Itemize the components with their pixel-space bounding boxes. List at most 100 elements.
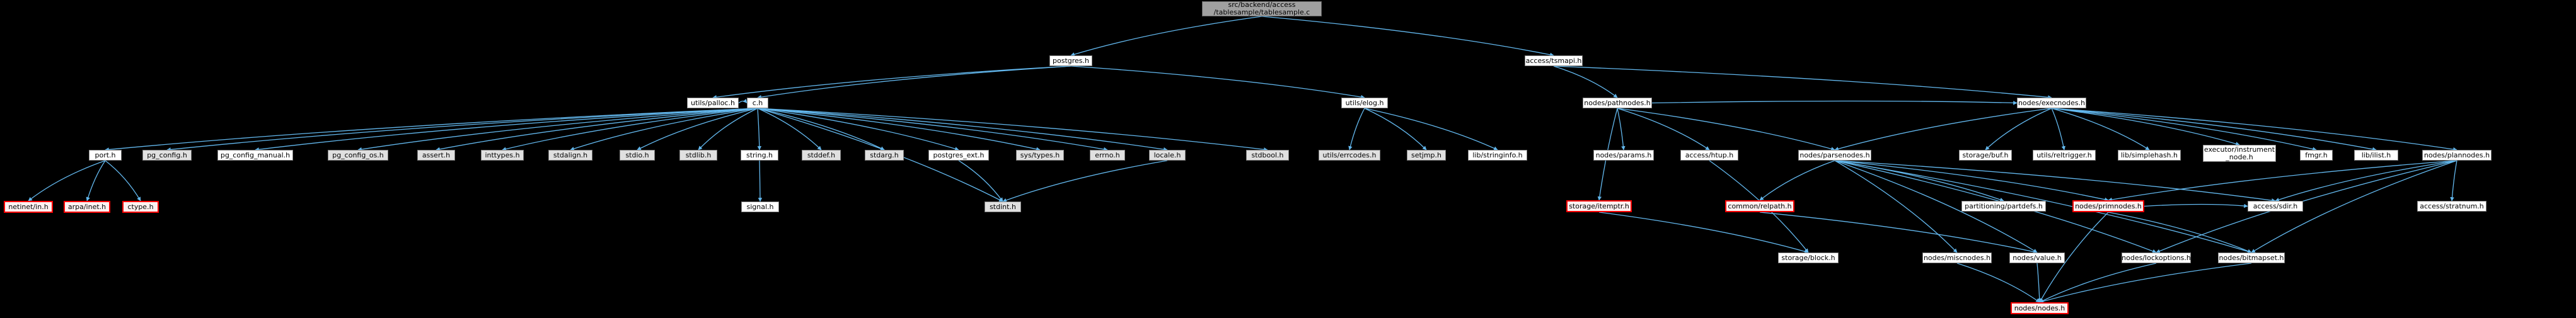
edge-locale-to-stdint — [1002, 160, 1168, 203]
edge-postgres-to-palloc — [712, 65, 1071, 99]
graph-node-plannodes[interactable]: nodes/plannodes.h — [2422, 150, 2492, 161]
edge-tsmapi-to-pathnodes — [1553, 65, 1618, 98]
graph-node-simplehash[interactable]: lib/simplehash.h — [2118, 150, 2181, 161]
graph-node-errcodes[interactable]: utils/errcodes.h — [1319, 150, 1380, 161]
graph-node-root[interactable]: src/backend/access /tablesample/tablesam… — [1202, 1, 1322, 16]
graph-node-port[interactable]: port.h — [89, 150, 122, 161]
edge-parsenodes-to-miscnodes — [1834, 160, 1958, 253]
edge-primnodes-to-sdir — [2144, 203, 2248, 208]
edge-primnodes-to-bitmapset — [2108, 212, 2252, 253]
edge-execnodes-to-parsenodes — [1834, 108, 2052, 151]
graph-node-pgconfigos[interactable]: pg_config_os.h — [328, 150, 388, 161]
graph-node-stdalign[interactable]: stdalign.h — [548, 150, 592, 161]
graph-node-ctype[interactable]: ctype.h — [122, 201, 159, 213]
graph-node-partdefs[interactable]: partitioning/partdefs.h — [1961, 201, 2046, 212]
graph-node-stdlib[interactable]: stdlib.h — [679, 150, 717, 161]
graph-node-errno[interactable]: errno.h — [1090, 150, 1125, 161]
edge-port-to-arpa — [86, 160, 106, 202]
graph-node-pgconfig[interactable]: pg_config.h — [142, 150, 192, 161]
edge-ch-to-stdio — [637, 108, 758, 150]
graph-node-bitmapset[interactable]: nodes/bitmapset.h — [2218, 253, 2285, 263]
graph-node-execnodes[interactable]: nodes/execnodes.h — [2017, 98, 2086, 108]
edge-ch-to-pgext — [757, 108, 959, 151]
graph-node-nodes[interactable]: nodes/nodes.h — [2011, 302, 2069, 314]
graph-node-ilist[interactable]: lib/ilist.h — [2354, 150, 2398, 161]
edge-lockoptions-to-nodes — [2039, 263, 2157, 303]
graph-node-stdbool[interactable]: stdbool.h — [1246, 150, 1289, 161]
edge-bitmapset-to-nodes — [2039, 263, 2252, 304]
edge-plannodes-to-sdir — [2275, 160, 2458, 202]
graph-node-stratnum[interactable]: access/stratnum.h — [2417, 201, 2486, 212]
graph-node-locale[interactable]: locale.h — [1149, 150, 1186, 161]
edge-ch-to-locale — [757, 108, 1168, 152]
edge-root-to-postgres — [1070, 16, 1262, 57]
edge-execnodes-to-fmgr — [2051, 108, 2317, 151]
graph-node-parsenodes[interactable]: nodes/parsenodes.h — [1798, 150, 1871, 161]
edge-relpath-to-value — [1759, 212, 2038, 254]
graph-node-bufh[interactable]: storage/buf.h — [1959, 150, 2012, 161]
graph-node-pgconfigm[interactable]: pg_config_manual.h — [217, 150, 293, 161]
edge-execnodes-to-simplehash — [2051, 108, 2150, 150]
edge-elog-to-stringinfo — [1364, 108, 1498, 150]
graph-node-setjmp[interactable]: setjmp.h — [1407, 150, 1446, 161]
edge-postgres-to-elog — [1070, 65, 1365, 99]
graph-node-systypes[interactable]: sys/types.h — [1016, 150, 1064, 161]
graph-node-relpath[interactable]: common/relpath.h — [1725, 200, 1794, 212]
edge-ch-to-errno — [757, 108, 1108, 152]
edge-plannodes-to-primnodes — [2108, 160, 2458, 202]
graph-node-tsmapi[interactable]: access/tsmapi.h — [1525, 55, 1583, 66]
edge-ch-to-port — [105, 108, 758, 152]
edge-pathnodes-to-parsenodes — [1617, 108, 1835, 151]
graph-node-primnodes[interactable]: nodes/primnodes.h — [2072, 200, 2144, 212]
graph-node-stddef[interactable]: stddef.h — [802, 150, 841, 161]
edge-port-to-ctype — [105, 160, 141, 202]
graph-node-ch[interactable]: c.h — [747, 98, 768, 108]
edge-root-to-tsmapi — [1261, 16, 1554, 57]
edge-ch-to-systypes — [757, 108, 1041, 151]
edge-parsenodes-to-partdefs — [1834, 160, 2004, 202]
graph-node-elog[interactable]: utils/elog.h — [1341, 98, 1388, 108]
edge-execnodes-to-instrument — [2051, 108, 2240, 146]
graph-node-palloc[interactable]: utils/palloc.h — [687, 98, 739, 108]
graph-node-instrument[interactable]: executor/instrument _node.h — [2203, 145, 2276, 162]
graph-node-pathnodes[interactable]: nodes/pathnodes.h — [1583, 98, 1652, 108]
edge-ch-to-stdarg — [757, 108, 885, 150]
edge-elog-to-errcodes — [1348, 108, 1365, 150]
graph-node-signal[interactable]: signal.h — [741, 202, 779, 212]
edge-ch-to-pgconfigm — [255, 108, 758, 152]
graph-node-arpa[interactable]: arpa/inet.h — [64, 201, 110, 213]
edge-pathnodes-to-params — [1617, 108, 1626, 150]
edge-ch-to-stddef — [757, 108, 822, 150]
edge-tsmapi-to-execnodes — [1553, 65, 2052, 99]
graph-node-stdarg[interactable]: stdarg.h — [865, 150, 904, 161]
edge-ch-to-assert — [436, 108, 758, 152]
graph-node-fmgr[interactable]: fmgr.h — [2300, 150, 2333, 161]
graph-node-miscnodes[interactable]: nodes/miscnodes.h — [1922, 253, 1992, 263]
graph-node-params[interactable]: nodes/params.h — [1593, 150, 1654, 161]
graph-node-stringinfo[interactable]: lib/stringinfo.h — [1468, 150, 1527, 161]
graph-node-netinet[interactable]: netinet/in.h — [4, 201, 53, 213]
graph-node-assert[interactable]: assert.h — [417, 150, 455, 161]
graph-node-postgres[interactable]: postgres.h — [1049, 55, 1092, 66]
graph-node-htup[interactable]: access/htup.h — [1680, 150, 1738, 161]
edge-parsenodes-to-primnodes — [1834, 160, 2109, 202]
graph-node-lockoptions[interactable]: nodes/lockoptions.h — [2122, 253, 2191, 263]
graph-node-inttypes[interactable]: inttypes.h — [481, 150, 524, 161]
graph-node-stdio[interactable]: stdio.h — [620, 150, 655, 161]
edge-plannodes-to-stratnum — [2450, 160, 2458, 202]
edge-ch-to-string — [757, 108, 762, 150]
edge-postgres-to-ch — [757, 65, 1071, 99]
edge-ch-to-stdalign — [570, 108, 758, 151]
graph-node-block[interactable]: storage/block.h — [1778, 253, 1839, 263]
edge-ch-to-inttypes — [502, 108, 758, 151]
graph-node-stdint[interactable]: stdint.h — [985, 202, 1021, 212]
edge-ch-to-pgconfig — [166, 108, 758, 152]
graph-node-reltrigger[interactable]: utils/reltrigger.h — [2033, 150, 2096, 161]
graph-node-string[interactable]: string.h — [741, 150, 778, 161]
graph-node-sdir[interactable]: access/sdir.h — [2248, 201, 2303, 212]
edge-ch-to-pgconfigos — [357, 108, 758, 152]
graph-node-pgext[interactable]: postgres_ext.h — [928, 150, 989, 161]
graph-node-itemptr[interactable]: storage/itemptr.h — [1566, 200, 1632, 212]
graph-node-value[interactable]: nodes/value.h — [2009, 253, 2065, 263]
edge-miscnodes-to-nodes — [1956, 263, 2040, 303]
